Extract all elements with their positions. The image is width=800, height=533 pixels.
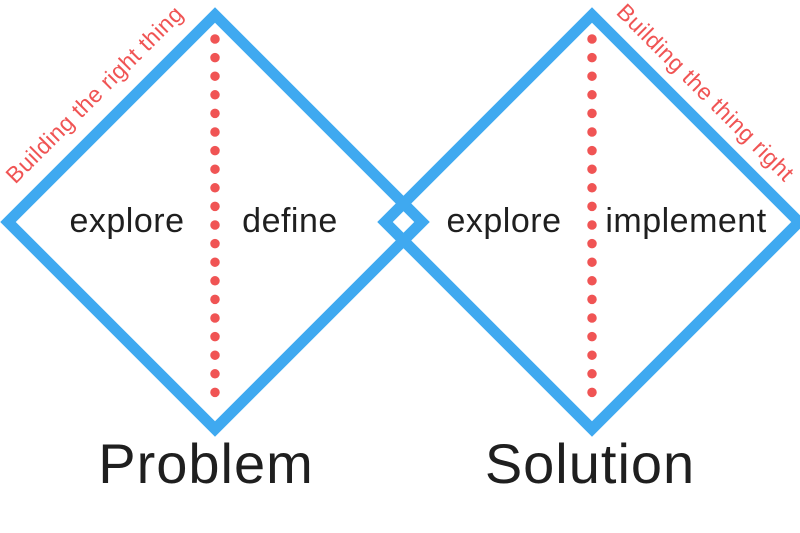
problem-define-label: define — [242, 202, 338, 240]
solution-explore-label: explore — [446, 202, 561, 240]
solution-diamond-outline — [377, 7, 800, 437]
problem-diamond-outline — [0, 7, 430, 437]
problem-explore-label: explore — [69, 202, 184, 240]
building-thing-right-annotation: Building the thing right — [612, 0, 800, 186]
problem-title: Problem — [98, 432, 314, 495]
building-right-thing-annotation: Building the right thing — [0, 0, 188, 188]
solution-implement-label: implement — [605, 202, 766, 240]
solution-title: Solution — [485, 432, 695, 495]
